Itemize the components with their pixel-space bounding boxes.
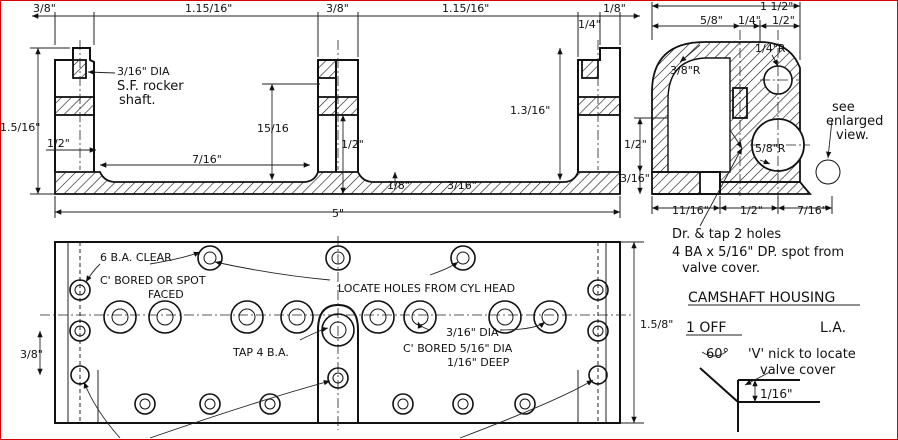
note-drill-1: Dr. & tap 2 holes — [672, 227, 781, 242]
dim-left-height: 1.5/16" — [0, 121, 40, 134]
dim-top-5: 1/4" — [578, 18, 601, 31]
dim-1-2-side: 1/2" — [624, 138, 647, 151]
dim-mid-height: 15/16 — [257, 122, 289, 135]
detail-depth: 1/16" — [760, 387, 792, 401]
dim-bottom-1: 11/16" — [672, 204, 709, 217]
plan-view: 6 B.A. CLEAR C' BORED OR SPOT FACED LOCA… — [20, 236, 673, 439]
note-6ba-2: C' BORED OR SPOT — [100, 274, 206, 287]
note-see-1: see — [832, 100, 855, 115]
dim-3-8: 3/8" — [20, 348, 43, 361]
front-left-upright — [54, 47, 95, 172]
dim-1-4-r: 1/4"R — [755, 42, 786, 55]
dim-bottom-2: 1/2" — [740, 204, 763, 217]
note-see-3: view. — [836, 128, 869, 143]
dim-half-mid: 1/2" — [341, 138, 364, 151]
dim-overall: 1 1/2" — [760, 0, 793, 13]
detail-angle: 60° — [706, 347, 729, 362]
note-cbore-2: C' BORED 5/16" DIA — [403, 342, 513, 355]
plan-holes — [69, 245, 609, 415]
dim-top-2: 1.15/16" — [185, 2, 232, 15]
note-cbore-1: 3/16" DIA — [446, 326, 499, 339]
dim-bottom-3: 7/16" — [797, 204, 827, 217]
dim-5-8-r: 5/8"R — [755, 142, 786, 155]
note-drill-2: 4 BA x 5/16" DP. spot from — [672, 245, 844, 260]
note-locate-holes: LOCATE HOLES FROM CYL HEAD — [338, 282, 515, 295]
dim-half-left: 1/2" — [47, 137, 70, 150]
see-enlarged-circle — [815, 159, 841, 185]
dim-3-16: 3/16" — [620, 172, 650, 185]
dim-three16: 3/16" — [447, 179, 477, 192]
notes-block: Dr. & tap 2 holes 4 BA x 5/16" DP. spot … — [672, 147, 860, 432]
front-right-upright — [577, 47, 621, 194]
dim-1-4: 1/4" — [738, 14, 761, 27]
quantity: 1 OFF — [686, 320, 726, 336]
dim-5-8: 5/8" — [700, 14, 723, 27]
end-view: 1 1/2" 5/8" 1/4" 1/2" 1/4"R 3/8"R 5/8"R … — [620, 0, 883, 217]
dim-right-height: 1.3/16" — [510, 104, 550, 117]
material: L.A. — [820, 320, 846, 336]
dim-top-4: 1.15/16" — [442, 2, 489, 15]
front-base-rail — [54, 171, 621, 195]
dim-3-8-r: 3/8"R — [670, 64, 701, 77]
dim-top-3: 3/8" — [326, 2, 349, 15]
front-view: 3/8" 1.15/16" 3/8" 1.15/16" 1/4" 1/8" 1.… — [0, 2, 640, 220]
plan-outline — [54, 241, 621, 424]
note-6ba-1: 6 B.A. CLEAR — [100, 251, 172, 264]
dim-eighth: 1/8" — [387, 179, 410, 192]
note-cbore-3: 1/16" DEEP — [447, 356, 510, 369]
front-right-bore — [577, 96, 621, 116]
drawing-title: CAMSHAFT HOUSING — [688, 290, 835, 306]
note-shaft-2: shaft. — [119, 93, 156, 108]
dim-1-2-top: 1/2" — [772, 14, 795, 27]
note-see-2: enlarged — [826, 114, 883, 129]
dim-length: 5" — [332, 207, 344, 220]
note-hole-dia: 3/16" DIA — [117, 65, 170, 78]
dim-1-5-8: 1.5/8" — [640, 318, 673, 331]
dim-top-6: 1/8" — [603, 2, 626, 15]
detail-note-1: 'V' nick to locate — [748, 347, 856, 362]
v-nick-detail — [699, 351, 820, 432]
front-left-bore — [54, 96, 95, 116]
note-tap-4ba: TAP 4 B.A. — [232, 346, 289, 359]
note-drill-3: valve cover. — [682, 261, 760, 276]
note-6ba-3: FACED — [148, 288, 184, 301]
detail-note-2: valve cover — [760, 363, 836, 378]
front-left-thread — [72, 59, 87, 79]
front-right-thread — [581, 59, 599, 79]
note-shaft-1: S.F. rocker — [117, 79, 184, 94]
dim-inner-left: 7/16" — [192, 153, 222, 166]
dim-top-1: 3/8" — [33, 2, 56, 15]
front-mid-thread — [317, 59, 337, 79]
